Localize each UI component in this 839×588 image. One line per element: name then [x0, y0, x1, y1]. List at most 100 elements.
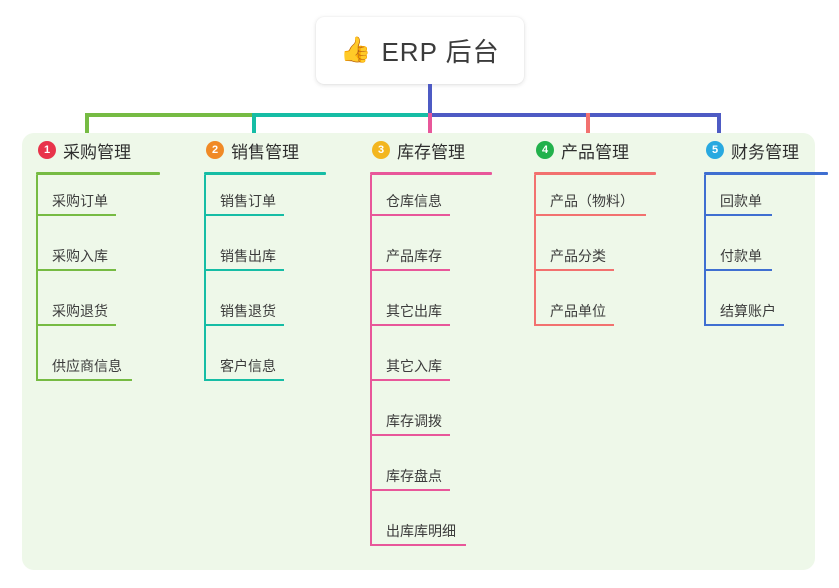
list-item-label: 采购退货	[52, 303, 108, 319]
list-item[interactable]: 产品库存	[356, 230, 492, 285]
list-item[interactable]: 采购退货	[22, 285, 160, 340]
list-item[interactable]: 结算账户	[690, 285, 828, 340]
mindmap-panel: 1 采购管理采购订单采购入库采购退货供应商信息 2 销售管理销售订单销售出库销售退货客…	[22, 133, 828, 570]
list-item-rule	[370, 379, 450, 381]
list-item[interactable]: 回款单	[690, 175, 828, 230]
list-item-label: 客户信息	[220, 358, 276, 374]
list-item-label: 出库库明细	[386, 523, 456, 539]
list-item[interactable]: 库存调拨	[356, 395, 492, 450]
list-item-rule	[370, 544, 466, 546]
list-item-rule	[36, 379, 132, 381]
column-badge-icon: 5	[706, 141, 724, 159]
list-item-rule	[704, 324, 784, 326]
column-5: 5 财务管理回款单付款单结算账户	[690, 133, 828, 340]
list-item-rule	[534, 269, 614, 271]
list-item-label: 其它出库	[386, 303, 442, 319]
list-item-rule	[370, 434, 450, 436]
list-item-label: 仓库信息	[386, 193, 442, 209]
column-items: 采购订单采购入库采购退货供应商信息	[22, 175, 160, 395]
branch-drop-1	[85, 113, 89, 151]
list-item-label: 其它入库	[386, 358, 442, 374]
list-item[interactable]: 库存盘点	[356, 450, 492, 505]
column-header-rule	[36, 172, 160, 175]
column-title: 库存管理	[397, 142, 465, 162]
list-item-label: 结算账户	[720, 303, 776, 319]
column-spine	[704, 175, 706, 326]
list-item-label: 回款单	[720, 193, 762, 209]
list-item-label: 付款单	[720, 248, 762, 264]
list-item-rule	[36, 324, 116, 326]
list-item-rule	[204, 324, 284, 326]
column-items: 销售订单销售出库销售退货客户信息	[190, 175, 326, 395]
branch-bar-teal	[254, 113, 432, 117]
branch-bar-indigo	[428, 113, 719, 117]
list-item[interactable]: 产品（物料）	[520, 175, 656, 230]
list-item-rule	[370, 324, 450, 326]
list-item[interactable]: 供应商信息	[22, 340, 160, 395]
column-items: 回款单付款单结算账户	[690, 175, 828, 340]
column-badge-icon: 1	[38, 141, 56, 159]
list-item-label: 销售订单	[220, 193, 276, 209]
list-item[interactable]: 产品单位	[520, 285, 656, 340]
column-badge-icon: 2	[206, 141, 224, 159]
list-item[interactable]: 产品分类	[520, 230, 656, 285]
column-title: 财务管理	[731, 142, 799, 162]
column-header-1[interactable]: 1 采购管理	[22, 133, 160, 167]
branch-drop-4	[586, 113, 590, 151]
list-item-label: 产品（物料）	[550, 193, 634, 209]
list-item[interactable]: 采购订单	[22, 175, 160, 230]
column-header-3[interactable]: 3 库存管理	[356, 133, 492, 167]
thumbs-up-icon: 👍	[340, 36, 372, 64]
list-item[interactable]: 销售退货	[190, 285, 326, 340]
list-item[interactable]: 付款单	[690, 230, 828, 285]
list-item[interactable]: 销售订单	[190, 175, 326, 230]
list-item-rule	[534, 214, 646, 216]
column-badge-icon: 3	[372, 141, 390, 159]
list-item-label: 采购订单	[52, 193, 108, 209]
column-badge-icon: 4	[536, 141, 554, 159]
list-item[interactable]: 仓库信息	[356, 175, 492, 230]
root-stem-connector	[428, 84, 432, 117]
list-item-rule	[204, 269, 284, 271]
list-item[interactable]: 其它入库	[356, 340, 492, 395]
branch-bar-green	[85, 113, 256, 117]
list-item-rule	[36, 214, 116, 216]
branch-drop-3	[428, 113, 432, 151]
list-item-rule	[370, 489, 450, 491]
list-item[interactable]: 其它出库	[356, 285, 492, 340]
list-item-rule	[204, 214, 284, 216]
list-item[interactable]: 销售出库	[190, 230, 326, 285]
branch-drop-2	[252, 113, 256, 151]
branch-drop-5	[717, 113, 721, 151]
list-item[interactable]: 采购入库	[22, 230, 160, 285]
list-item[interactable]: 出库库明细	[356, 505, 492, 560]
column-items: 仓库信息产品库存其它出库其它入库库存调拨库存盘点出库库明细	[356, 175, 492, 560]
list-item-rule	[534, 324, 614, 326]
column-2: 2 销售管理销售订单销售出库销售退货客户信息	[190, 133, 326, 395]
column-title: 销售管理	[231, 142, 299, 162]
list-item-label: 销售出库	[220, 248, 276, 264]
list-item-rule	[370, 214, 450, 216]
list-item-label: 产品分类	[550, 248, 606, 264]
list-item-rule	[36, 269, 116, 271]
root-node[interactable]: 👍 ERP 后台	[316, 17, 524, 84]
column-header-5[interactable]: 5 财务管理	[690, 133, 828, 167]
list-item[interactable]: 客户信息	[190, 340, 326, 395]
column-spine	[534, 175, 536, 326]
list-item-label: 产品库存	[386, 248, 442, 264]
list-item-rule	[370, 269, 450, 271]
column-header-rule	[370, 172, 492, 175]
column-title: 采购管理	[63, 142, 131, 162]
column-spine	[370, 175, 372, 546]
root-title: ERP 后台	[381, 37, 500, 67]
column-spine	[36, 175, 38, 381]
column-header-2[interactable]: 2 销售管理	[190, 133, 326, 167]
list-item-label: 销售退货	[220, 303, 276, 319]
column-3: 3 库存管理仓库信息产品库存其它出库其它入库库存调拨库存盘点出库库明细	[356, 133, 492, 560]
list-item-label: 库存调拨	[386, 413, 442, 429]
column-items: 产品（物料） 产品分类产品单位	[520, 175, 656, 340]
list-item-label: 供应商信息	[52, 358, 122, 374]
